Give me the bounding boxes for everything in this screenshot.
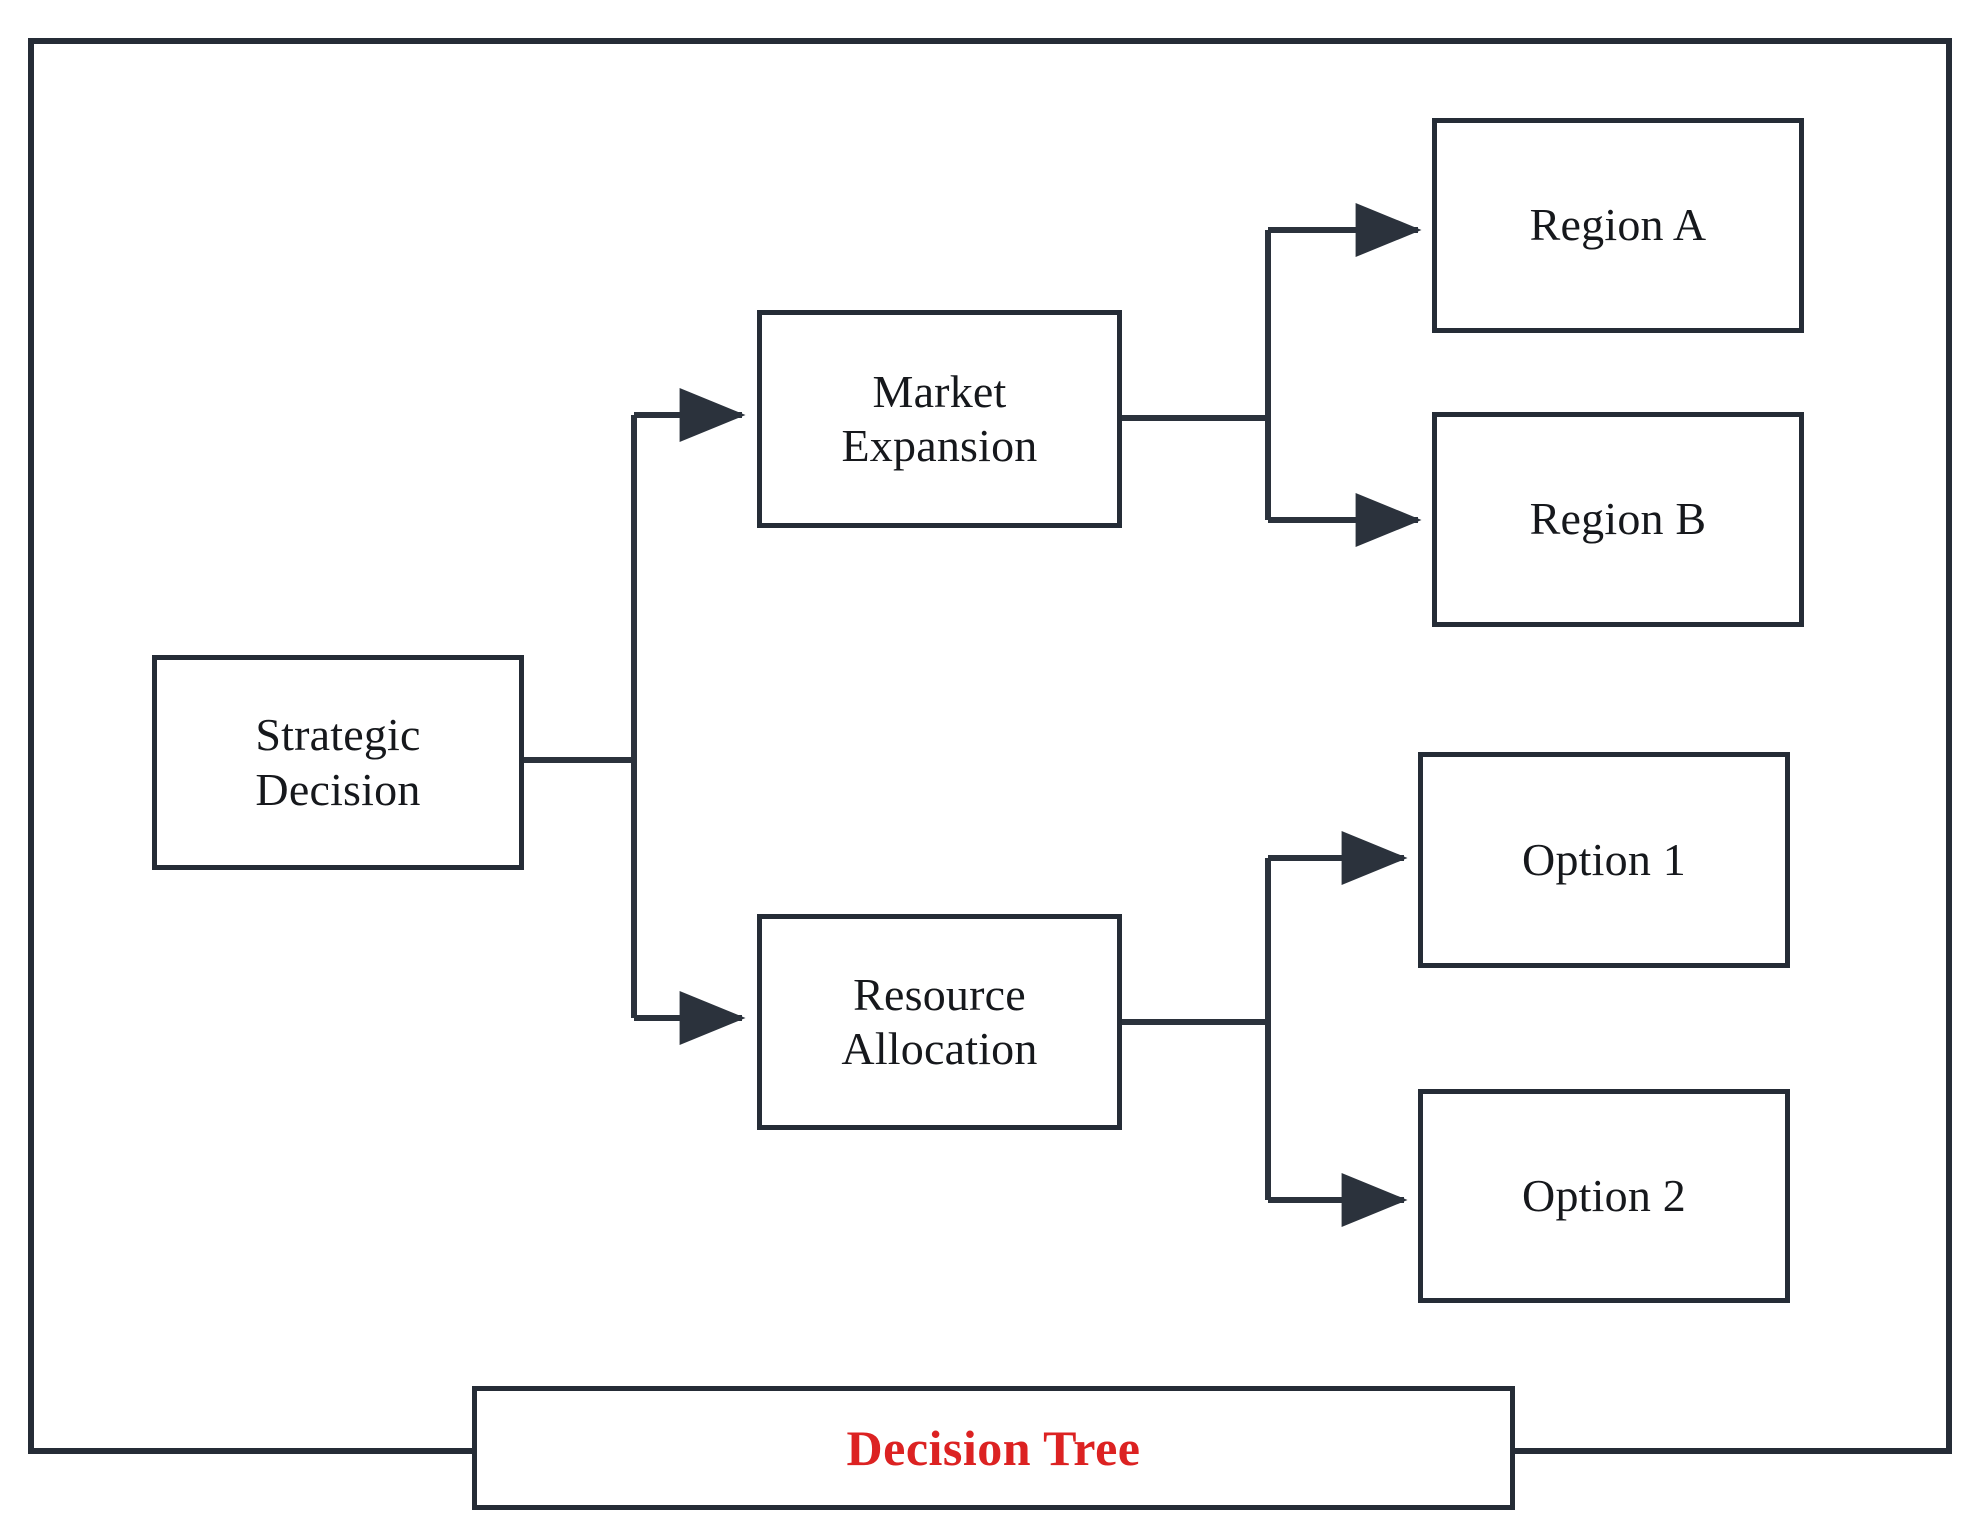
diagram-title-box: Decision Tree bbox=[472, 1386, 1515, 1510]
node-strategic-decision-label: Strategic Decision bbox=[255, 709, 421, 815]
node-region-b[interactable]: Region B bbox=[1432, 412, 1804, 627]
node-market-expansion[interactable]: Market Expansion bbox=[757, 310, 1122, 528]
node-option-1[interactable]: Option 1 bbox=[1418, 752, 1790, 968]
node-option-1-label: Option 1 bbox=[1522, 833, 1686, 885]
node-market-expansion-label: Market Expansion bbox=[841, 365, 1038, 471]
node-option-2[interactable]: Option 2 bbox=[1418, 1089, 1790, 1303]
node-strategic-decision[interactable]: Strategic Decision bbox=[152, 655, 524, 870]
node-option-2-label: Option 2 bbox=[1522, 1169, 1686, 1221]
node-region-b-label: Region B bbox=[1529, 493, 1707, 545]
node-resource-allocation-label: Resource Allocation bbox=[841, 968, 1038, 1074]
node-resource-allocation[interactable]: Resource Allocation bbox=[757, 914, 1122, 1130]
node-region-a-label: Region A bbox=[1529, 199, 1707, 251]
diagram-title: Decision Tree bbox=[846, 1420, 1141, 1476]
node-region-a[interactable]: Region A bbox=[1432, 118, 1804, 333]
